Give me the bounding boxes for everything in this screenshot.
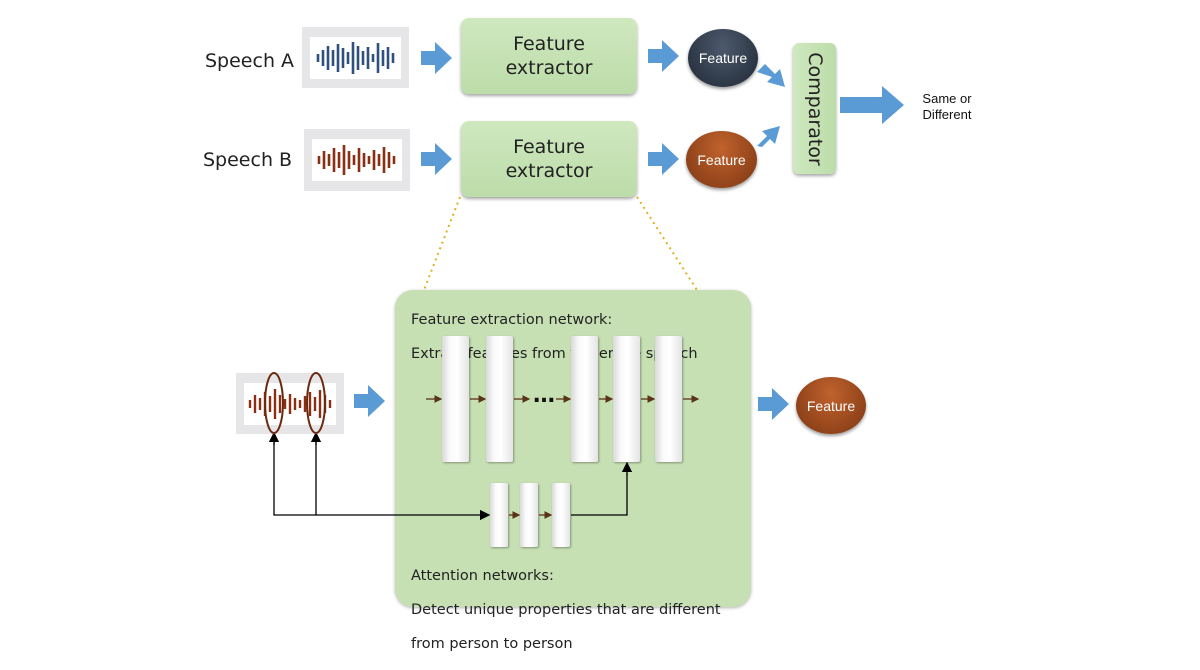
block-arrow-icon	[648, 40, 679, 72]
feature-b-oval: Feature	[686, 131, 757, 188]
block-arrow-icon	[421, 143, 452, 175]
feature-output-oval: Feature	[796, 377, 866, 434]
block-arrow-icon	[758, 388, 789, 420]
network-layer	[613, 336, 640, 462]
feature-extractor-bottom: Feature extractor	[461, 121, 637, 197]
block-arrows	[354, 40, 904, 420]
block-arrow-icon	[354, 385, 385, 417]
speech-a-label: Speech A	[205, 50, 295, 72]
feature-extractor-top: Feature extractor	[461, 18, 637, 94]
network-layer	[571, 336, 598, 462]
attention-layer	[552, 483, 570, 547]
feature-a-oval: Feature	[688, 29, 758, 87]
attention-layer	[520, 483, 538, 547]
comparator-box: Comparator	[793, 43, 836, 174]
result-text: Same or Different	[922, 91, 972, 122]
feature-extractor-top-label: Feature extractor	[505, 33, 593, 79]
speech-b-label: Speech B	[203, 149, 293, 171]
network-arrows	[268, 395, 700, 521]
waveform-icon	[316, 42, 395, 74]
speech-b-waveform	[304, 129, 410, 191]
waveform-icon	[317, 145, 396, 175]
feature-extractor-bottom-label: Feature extractor	[505, 136, 593, 182]
block-arrow-icon	[757, 64, 785, 87]
attention-layer	[490, 483, 508, 547]
block-arrow-icon	[840, 86, 904, 124]
block-arrow-icon	[757, 126, 780, 147]
network-layer	[486, 336, 513, 462]
block-arrow-icon	[421, 42, 452, 74]
attention-circles	[264, 372, 326, 434]
connector-lines	[423, 196, 698, 291]
network-layer	[655, 336, 682, 462]
attention-description: Attention networks: Detect unique proper…	[411, 568, 721, 652]
input-waveform	[236, 373, 344, 434]
speech-a-waveform	[302, 27, 409, 88]
block-arrow-icon	[648, 143, 679, 175]
network-layer	[442, 336, 469, 462]
layer-ellipsis: …	[533, 383, 555, 408]
